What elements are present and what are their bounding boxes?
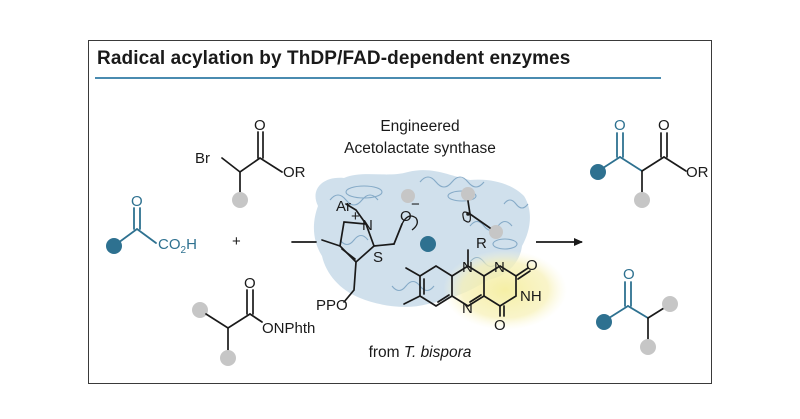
fad-cofactor: R N N N O NH O: [403, 235, 567, 334]
thdp-cofactor: Ar N + S PPO O −: [316, 189, 436, 314]
source-organism: from T. bispora: [369, 344, 472, 361]
alkoxide-charge: −: [411, 196, 420, 213]
acyl-sphere: [590, 164, 606, 180]
plus-sign: +: [232, 233, 241, 250]
substituent-sphere: [662, 296, 678, 312]
ester-or-label: OR: [283, 164, 306, 181]
nhpi-ester-substrate: O ONPhth: [192, 275, 315, 366]
enzyme-name-line2: Acetolactate synthase: [344, 140, 496, 157]
substituent-sphere: [192, 302, 208, 318]
substituent-sphere: [232, 192, 248, 208]
alkyl-radical: [461, 187, 503, 239]
figure-title: Radical acylation by ThDP/FAD-dependent …: [97, 48, 571, 69]
ester-oxygen-label: O: [244, 275, 256, 292]
thiazolium-n-label: N: [362, 217, 373, 234]
carboxylic-acid-label: CO2H: [158, 236, 197, 256]
substituent-sphere: [489, 225, 503, 239]
ppo-label: PPO: [316, 297, 348, 314]
substituent-sphere: [634, 192, 650, 208]
acyl-sphere: [596, 314, 612, 330]
flavin-c4-oxygen-label: O: [494, 317, 506, 334]
figure-frame: [88, 40, 712, 384]
keto-oxygen-label: O: [131, 193, 143, 210]
flavin-c2-oxygen-label: O: [526, 257, 538, 274]
substituent-sphere: [220, 350, 236, 366]
ketone-oxygen-label: O: [614, 117, 626, 134]
product-ketone-oxygen-label: O: [623, 266, 635, 283]
substituent-sphere: [401, 189, 415, 203]
substituent-sphere: [461, 187, 475, 201]
acyl-sphere: [420, 236, 436, 252]
acylated-ester-product: O O OR: [590, 117, 709, 208]
aryl-label: Ar: [336, 198, 351, 215]
product-or-label: OR: [686, 164, 709, 181]
bromine-label: Br: [195, 150, 210, 167]
flavin-nh-label: NH: [520, 288, 542, 305]
acyl-sphere: [106, 238, 122, 254]
alkoxide-oxygen-label: O: [400, 208, 412, 225]
flavin-n5-label: N: [462, 300, 473, 317]
ketoacid-substrate: O CO2H: [106, 193, 197, 256]
sulfur-label: S: [373, 249, 383, 266]
flavin-n10-label: N: [462, 259, 473, 276]
ketone-product: O: [596, 266, 678, 355]
onphth-label: ONPhth: [262, 320, 315, 337]
thiazolium-charge: +: [351, 208, 360, 225]
flavin-r-label: R: [476, 235, 487, 252]
enzyme-name-line1: Engineered: [380, 118, 459, 135]
ester-carbonyl-oxygen-label: O: [658, 117, 670, 134]
substituent-sphere: [640, 339, 656, 355]
title-underline: [95, 77, 661, 79]
carbonyl-oxygen-label: O: [254, 117, 266, 134]
flavin-n1-label: N: [494, 259, 505, 276]
bromoester-substrate: Br O OR: [195, 117, 306, 208]
